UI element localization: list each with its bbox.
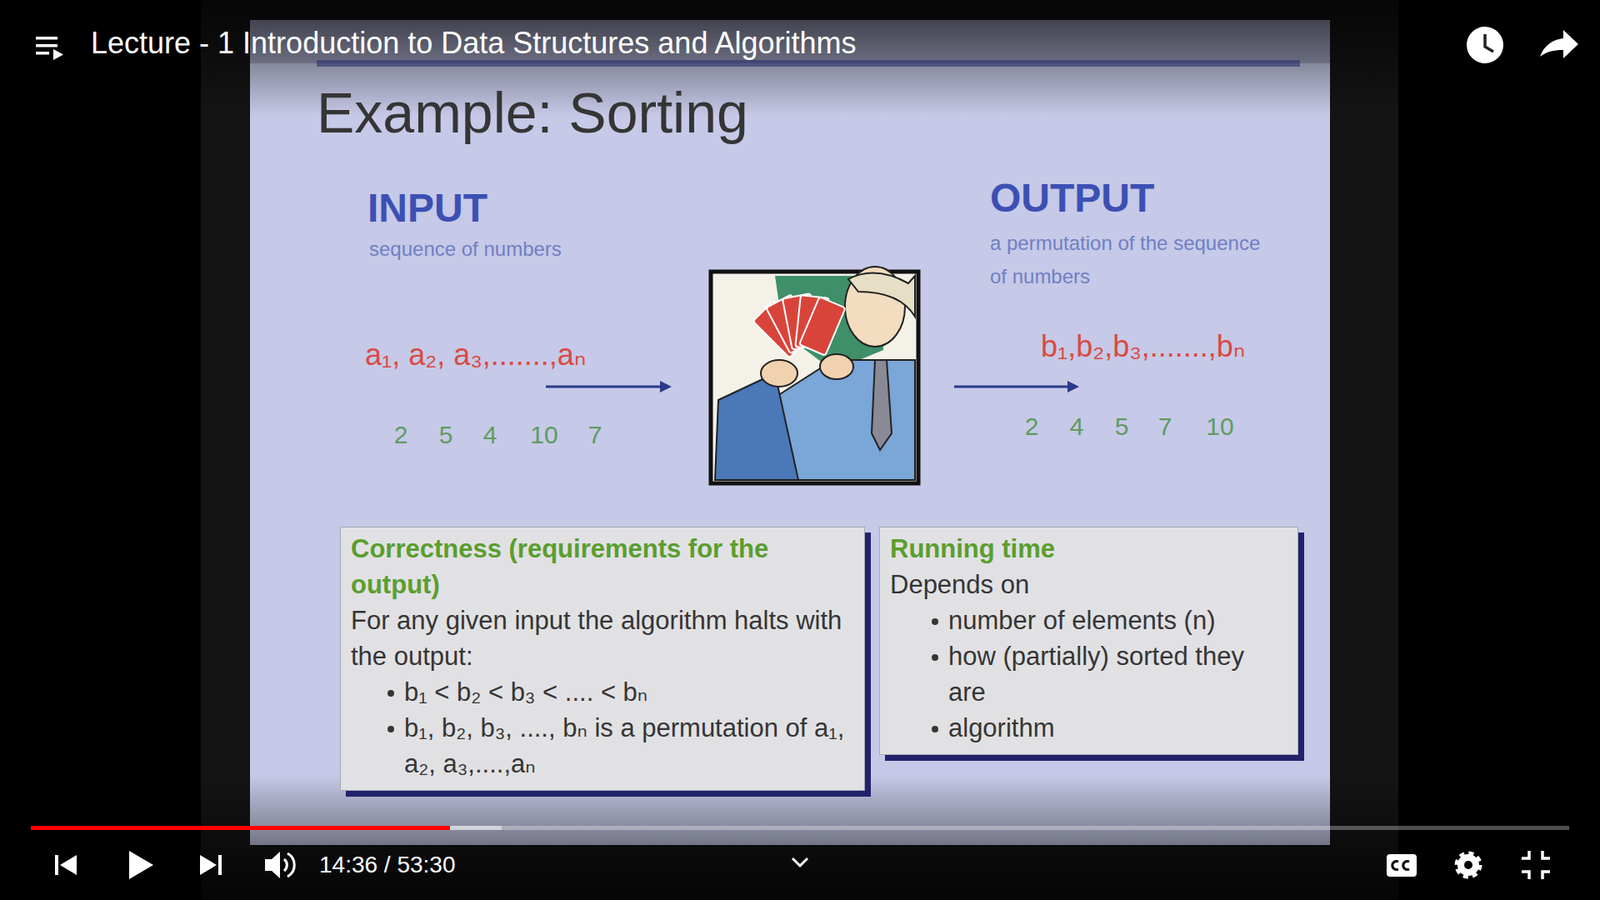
gear — [1457, 854, 1480, 876]
text-row: For any given input the algorithm halts … — [350, 602, 855, 675]
time-display: 14:36 / 53:30 — [319, 851, 455, 879]
captions-glyph — [1392, 861, 1399, 870]
clock-face — [1466, 26, 1504, 64]
input-sequence: a₁, a₂, a₃,.......,aₙ — [365, 337, 586, 372]
bullet-item: b₁ < b₂ < b₃ < .... < bₙ — [350, 674, 855, 710]
corner — [1542, 871, 1550, 880]
icon-triangle — [53, 49, 64, 60]
video-title: Lecture - 1 Introduction to Data Structu… — [90, 25, 856, 60]
input-number: 4 — [483, 420, 498, 450]
flow-arrow — [954, 385, 1070, 389]
exit-fullscreen-button — [1521, 850, 1550, 880]
text-row: Depends on — [890, 566, 1288, 603]
bullet-text: b₁ < b₂ < b₃ < .... < bₙ — [404, 674, 855, 710]
player-hand — [820, 354, 854, 380]
output-caption: a permutation of the sequence of numbers — [990, 226, 1265, 294]
bullet-text: how (partially) sorted they are — [948, 638, 1288, 710]
bullet-dot — [387, 725, 395, 733]
gear-hole — [1464, 860, 1473, 870]
output-number: 7 — [1158, 412, 1173, 442]
corner — [1521, 850, 1530, 859]
player-hair — [848, 273, 915, 317]
arrow-head — [660, 380, 672, 393]
captions-badge — [1386, 854, 1417, 877]
bullet-item: b₁, b₂, b₃, ...., bₙ is a permutation of… — [350, 710, 855, 782]
progress-buffered — [30, 825, 502, 830]
output-sequence: b₁,b₂,b₃,.......,bₙ — [1040, 329, 1245, 364]
bullet-text: algorithm — [948, 710, 1288, 746]
input-number: 10 — [530, 420, 558, 450]
text-row: Running time — [890, 530, 1288, 567]
chapter-chevron — [792, 858, 808, 866]
playing-card — [799, 296, 846, 355]
progress-track — [30, 825, 1570, 830]
correctness-box: Correctness (requirements for the output… — [340, 526, 865, 791]
bullet-dot — [387, 690, 395, 697]
clock-hands — [1485, 34, 1494, 52]
volume-button — [265, 851, 295, 879]
bullet-text: b₁, b₂, b₃, ...., bₙ is a permutation of… — [404, 710, 855, 782]
input-heading: INPUT — [367, 185, 488, 231]
settings-button — [1457, 854, 1480, 876]
output-number: 2 — [1025, 412, 1040, 442]
player-tie — [871, 360, 892, 450]
text-row: Correctness (requirements for the output… — [350, 530, 855, 603]
bullet-dot — [931, 654, 939, 661]
box-heading: Correctness (requirements for the output… — [350, 530, 855, 603]
input-number: 2 — [394, 420, 409, 450]
box-text: Depends on — [890, 566, 1288, 603]
running-time-box: Running timeDepends onnumber of elements… — [879, 526, 1299, 755]
corner — [1521, 871, 1530, 880]
slide-background — [250, 20, 1330, 845]
card-player-illustration — [710, 266, 919, 484]
icon-line — [35, 44, 58, 48]
output-heading: OUTPUT — [990, 175, 1155, 221]
sound-wave — [287, 853, 295, 877]
playlist-icon — [35, 36, 64, 60]
icon-triangle — [60, 855, 77, 875]
icon-bar — [218, 855, 222, 875]
bullet-dot — [931, 618, 939, 625]
next-button — [200, 855, 222, 875]
progress-played — [30, 825, 450, 830]
sound-wave — [284, 859, 287, 871]
icon-line — [35, 51, 50, 55]
play-button — [129, 850, 154, 880]
bullet-text: number of elements (n) — [948, 602, 1288, 639]
arrow-head — [1067, 380, 1080, 393]
input-number: 7 — [588, 420, 603, 450]
bullet-dot — [931, 725, 939, 733]
bullet-item: how (partially) sorted they are — [890, 638, 1288, 710]
bottom-shade — [0, 775, 1600, 900]
icon-triangle — [200, 855, 217, 875]
bullet-item: number of elements (n) — [890, 602, 1288, 639]
input-caption: sequence of numbers — [369, 237, 562, 261]
card-fan — [752, 293, 845, 358]
captions-button — [1386, 854, 1417, 877]
box-heading: Running time — [890, 530, 1288, 567]
input-number: 5 — [439, 420, 454, 450]
icon-line — [35, 36, 58, 40]
video-area — [200, 0, 1399, 900]
captions-glyph — [1403, 861, 1410, 870]
slide-title: Example: Sorting — [316, 80, 749, 145]
share-icon — [1540, 30, 1579, 59]
output-number: 10 — [1205, 412, 1234, 442]
icon-bar — [55, 855, 59, 875]
speaker — [265, 851, 280, 879]
bullet-item: algorithm — [890, 710, 1288, 746]
top-shade — [0, 0, 1600, 117]
box-text: For any given input the algorithm halts … — [350, 602, 855, 675]
player-hand — [760, 360, 798, 387]
output-number: 5 — [1115, 412, 1130, 442]
watch-later-icon — [1466, 26, 1504, 64]
previous-button — [55, 855, 77, 875]
output-number: 4 — [1070, 412, 1085, 442]
corner — [1542, 850, 1550, 859]
player-sleeve — [715, 373, 799, 480]
flow-arrow — [545, 385, 663, 389]
